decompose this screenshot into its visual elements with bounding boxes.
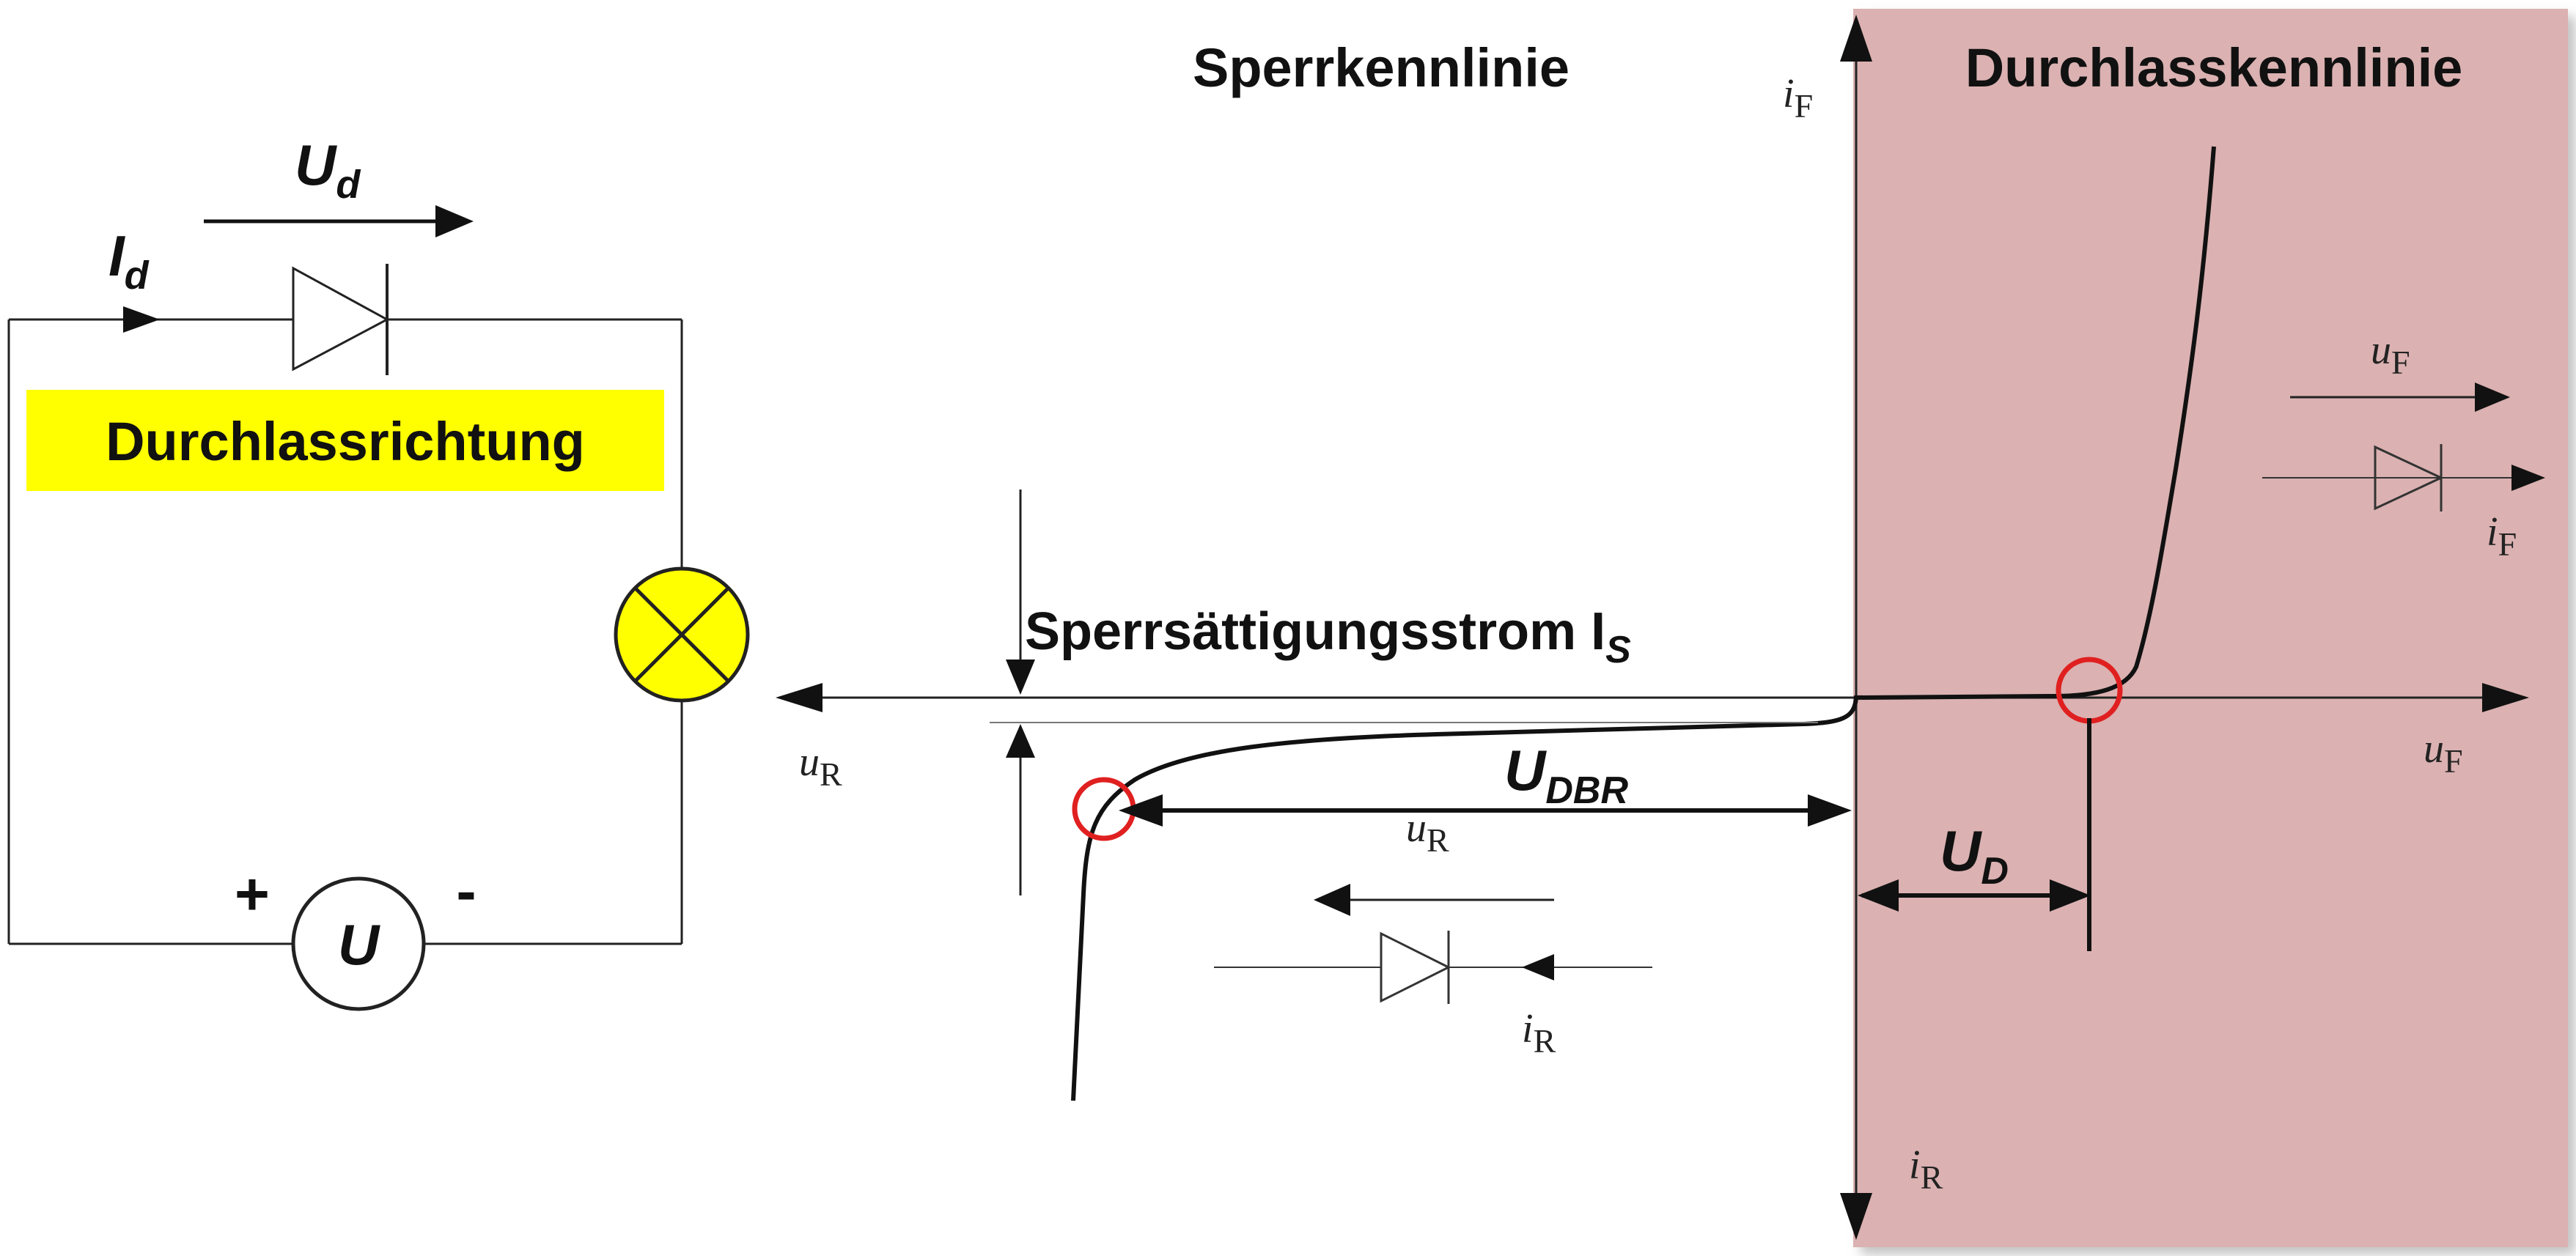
inset-symbol-uR: uR xyxy=(1406,805,1449,859)
lamp-symbol xyxy=(614,566,750,703)
label-ud: Ud xyxy=(295,133,361,207)
direction-highlight xyxy=(26,390,664,491)
characteristic-graph: Sperrkennlinie Durchlasskennlinie iF iR … xyxy=(776,15,2545,1240)
circuit: Ud Id Durchlassrichtung U + - xyxy=(7,133,750,1011)
label-id: Id xyxy=(108,224,150,298)
forward-region-panel xyxy=(1853,9,2568,1247)
saturation-indicator xyxy=(990,490,1818,895)
inset-symbol-iR: iR xyxy=(1522,1006,1556,1060)
axis-symbol-iF: iF xyxy=(1783,71,1813,125)
title-forward: Durchlasskennlinie xyxy=(1965,37,2463,98)
source-label: U xyxy=(338,912,380,977)
title-reverse: Sperrkennlinie xyxy=(1193,37,1569,98)
voltage-axis-arrow-right xyxy=(2482,683,2529,712)
udbr-label: UDBR xyxy=(1504,738,1628,812)
ud-dimension xyxy=(1858,718,2091,951)
axis-symbol-uR: uR xyxy=(799,739,842,793)
current-direction-arrow xyxy=(123,306,160,333)
inset-symbol-uF: uF xyxy=(2371,328,2410,381)
axis-symbol-iR: iR xyxy=(1909,1142,1943,1196)
direction-label: Durchlassrichtung xyxy=(106,411,585,472)
saturation-current-label: Sperrsättigungsstrom IS xyxy=(1025,602,1631,671)
minus-sign: - xyxy=(456,858,476,925)
voltage-arrow-head xyxy=(435,205,474,237)
axis-symbol-uF: uF xyxy=(2424,726,2463,780)
udbr-dimension xyxy=(1119,794,1852,827)
voltage-source: U xyxy=(291,876,426,1011)
plus-sign: + xyxy=(235,861,270,928)
ud-label: UD xyxy=(1940,819,2009,893)
current-axis-arrow-down xyxy=(1840,1193,1872,1240)
forward-bias-inset xyxy=(2262,383,2545,511)
current-axis-arrow-up xyxy=(1840,15,1872,62)
reverse-bias-inset xyxy=(1214,884,1652,1004)
voltage-axis-arrow-left xyxy=(776,683,823,712)
inset-symbol-iF: iF xyxy=(2487,509,2517,563)
diode-symbol xyxy=(292,264,390,375)
